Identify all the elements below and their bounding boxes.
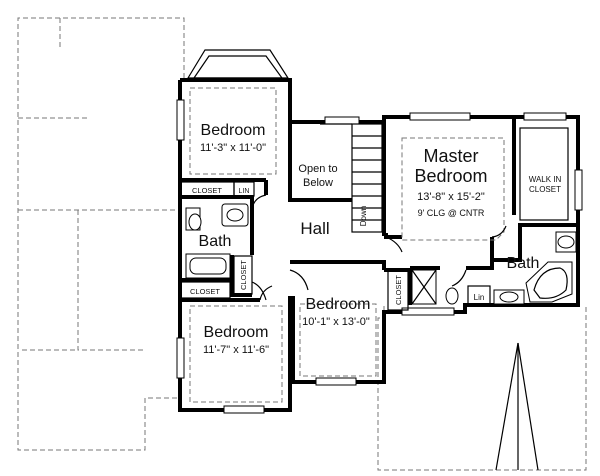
sw-bedroom-outline	[189, 305, 283, 403]
hall-name: Hall	[300, 219, 329, 238]
west-bath-fixtures	[185, 203, 249, 279]
walk-in-shelf	[519, 127, 569, 221]
bedroom-center-name: Bedroom	[306, 296, 371, 313]
closet-lower-label: CLOSET	[190, 287, 220, 296]
door-swings	[251, 194, 507, 301]
master-ceiling-outline	[401, 137, 505, 241]
closet-center-vertical-label: CLOSET	[394, 275, 403, 305]
bedroom-sw-name: Bedroom	[204, 324, 269, 341]
closet-center-box	[387, 269, 409, 311]
lin-upper-label: LIN	[239, 188, 250, 195]
bath-master-name: Bath	[507, 255, 540, 272]
windows	[176, 99, 583, 414]
bay-window-top	[186, 49, 290, 79]
bedroom-nw-dims: 11'-3" x 11'-0"	[200, 142, 266, 154]
nw-bedroom-outline	[189, 87, 277, 175]
master-ceiling: 9' CLG @ CNTR	[418, 208, 485, 218]
staircase	[320, 123, 383, 233]
master-name-line1: Master	[423, 146, 478, 166]
walk-in-line1: WALK IN	[529, 175, 562, 184]
master-bath-fixtures	[411, 231, 577, 305]
roof-outline-right	[377, 305, 587, 471]
closet-lower-box	[179, 281, 231, 299]
master-name-line2: Bedroom	[414, 166, 487, 186]
closet-upper-label: CLOSET	[192, 186, 222, 195]
lin-master-box	[467, 285, 491, 307]
open-to-below-line1: Open to	[298, 163, 337, 175]
bedroom-center-dims: 10'-1" x 13'-0"	[302, 316, 370, 328]
master-dims: 13'-8" x 15'-2"	[417, 191, 485, 203]
closet-vert-box	[233, 255, 253, 295]
stairs-down-label: Down	[359, 206, 368, 226]
lin-upper-box	[233, 181, 255, 197]
center-bedroom-outline	[299, 303, 377, 377]
open-to-below-line2: Below	[303, 177, 333, 189]
interior-walls	[180, 117, 578, 305]
closet-bath-vertical-label: CLOSET	[239, 260, 248, 290]
bedroom-nw-name: Bedroom	[201, 122, 266, 139]
roof-outline-left	[17, 17, 185, 451]
walk-in-line2: CLOSET	[529, 185, 561, 194]
bedroom-sw-dims: 11'-7" x 11'-6"	[203, 344, 269, 356]
lin-master-label: Lin	[474, 293, 485, 302]
bath-west-name: Bath	[199, 233, 232, 250]
